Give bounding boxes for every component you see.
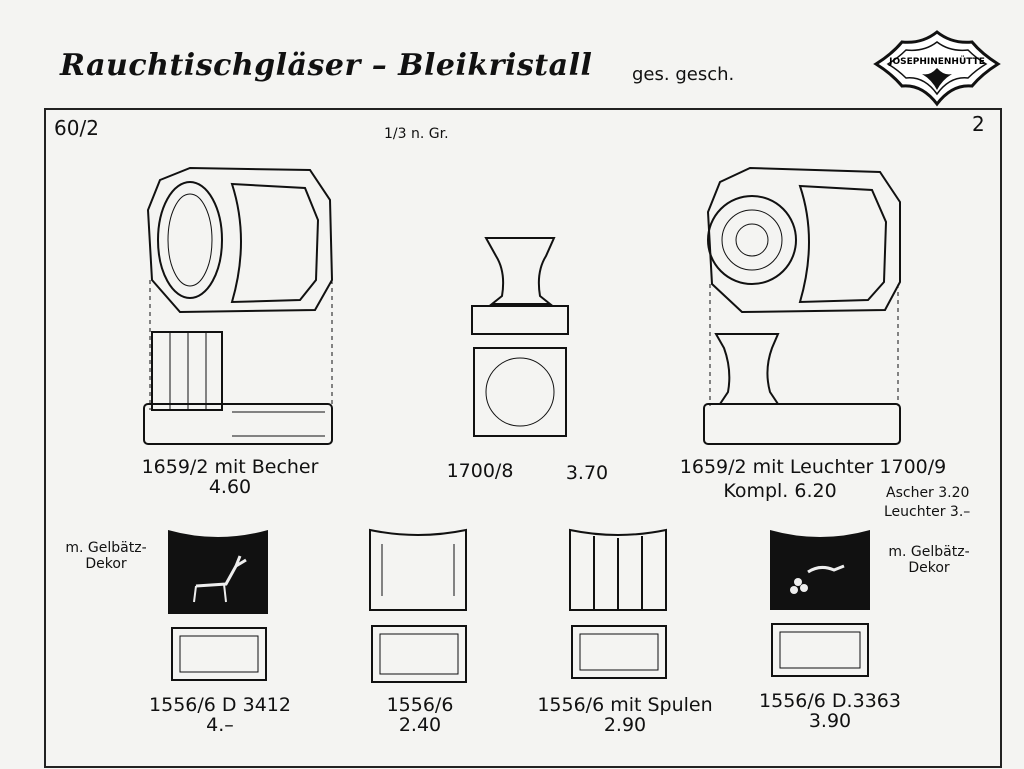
page-title: Rauchtischgläser – Bleikristall [60,48,593,83]
item-1700-8-name: 1700/8 [446,460,514,482]
candlestick-drawing [471,237,569,437]
ashtray-with-spools-drawing [569,528,667,679]
item-1556-6-price: 2.40 [398,714,442,736]
item-1659-2-becher-price: 4.60 [208,476,252,498]
item-1700-8-price: 3.70 [565,462,609,484]
item-1556-6-d3363-price: 3.90 [808,710,852,732]
plain-ashtray-drawing [369,528,467,683]
decor-note-right: m. Gelbätz- Dekor [888,544,970,576]
item-1556-6-spulen-price: 2.90 [603,714,647,736]
page-number: 2 [972,112,985,136]
item-1556-6-spulen-name: 1556/6 mit Spulen [537,694,713,716]
ashtray-with-candlestick-drawing [703,166,901,445]
catalog-frame [44,108,1002,768]
item-1659-2-leuchter-price: Kompl. 6.20 [723,480,837,502]
item-1556-6-d3412-price: 4.– [206,714,234,736]
item-1556-6-d3412-name: 1556/6 D 3412 [149,694,291,716]
item-1659-2-leuchter-name: 1659/2 mit Leuchter 1700/9 [679,456,947,478]
scale-note: 1/3 n. Gr. [384,126,449,142]
svg-text:JOSEPHINENHÜTTE: JOSEPHINENHÜTTE [888,56,985,67]
josephinenhuette-logo: JOSEPHINENHÜTTE [873,30,1001,107]
item-1659-2-becher-name: 1659/2 mit Becher [141,456,319,478]
protected-note: ges. gesch. [632,64,735,85]
deer-decor-ashtray-drawing [168,530,268,681]
plate-number: 60/2 [54,116,99,140]
bird-decor-ashtray-drawing [770,530,870,677]
item-1556-6-d3363-name: 1556/6 D.3363 [759,690,901,712]
ashtray-with-cup-drawing [143,166,334,445]
decor-note-left: m. Gelbätz- Dekor [65,540,147,572]
ascher-price: Ascher 3.20 [886,485,970,501]
leuchter-price: Leuchter 3.– [884,504,971,520]
item-1556-6-name: 1556/6 [386,694,454,716]
